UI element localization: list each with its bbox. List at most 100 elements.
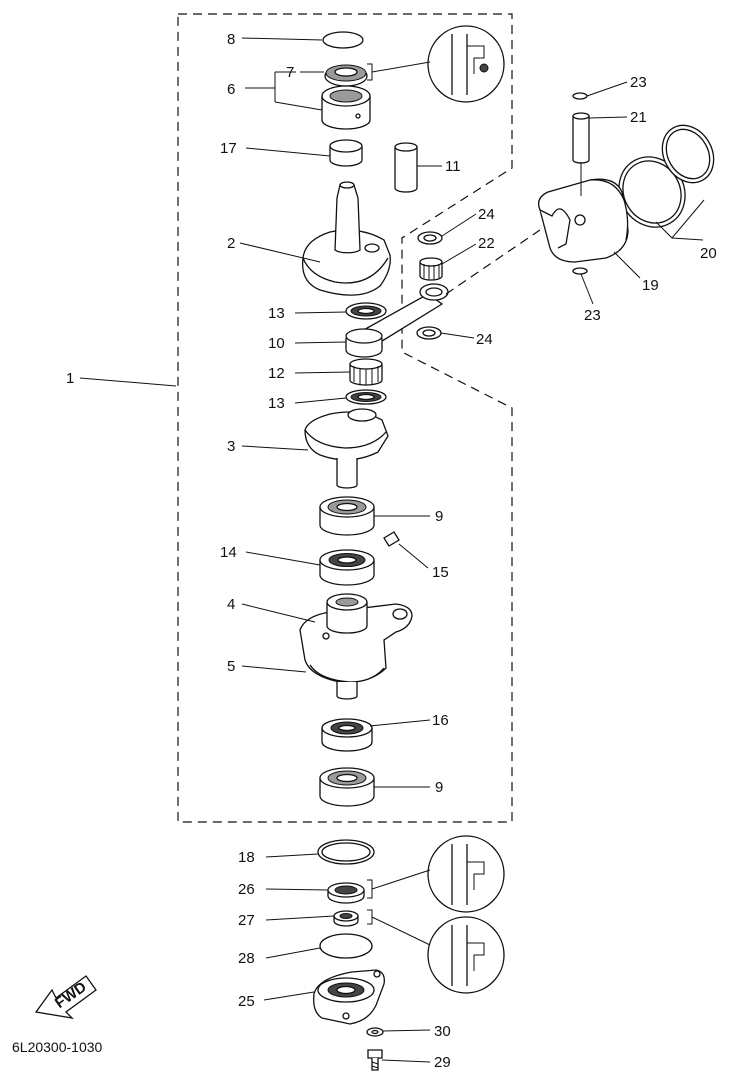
- leader-16: [369, 719, 431, 727]
- leader-lube-3: [371, 916, 431, 946]
- callout-26: 26: [238, 881, 255, 898]
- diagram-code: 6L20300-1030: [12, 1039, 103, 1055]
- callout-14: 14: [220, 544, 237, 561]
- callout-23-lower: 23: [584, 307, 601, 324]
- leader-lube-2: [371, 869, 431, 890]
- leader-20: [655, 199, 705, 241]
- callout-21: 21: [630, 109, 647, 126]
- part-16-oil-seal: [321, 718, 373, 752]
- callout-6: 6: [227, 81, 235, 98]
- callout-15: 15: [432, 564, 449, 581]
- part-6-bearing-housing: [321, 85, 371, 130]
- leader-17: [245, 147, 331, 157]
- bracket-26: [367, 879, 373, 899]
- lubrication-callout-2: [427, 835, 505, 913]
- part-27-oil-seal-small: [333, 910, 359, 927]
- callout-30: 30: [434, 1023, 451, 1040]
- callout-22: 22: [478, 235, 495, 252]
- leader-23-upper: [586, 81, 628, 97]
- leader-21: [588, 116, 628, 119]
- callout-25: 25: [238, 993, 255, 1010]
- part-28-o-ring: [319, 933, 373, 959]
- part-14-oil-seal: [319, 549, 375, 586]
- leader-lube-1: [371, 61, 431, 73]
- leader-6: [245, 71, 323, 111]
- lubrication-callout-3: [427, 916, 505, 994]
- leader-4: [241, 603, 316, 623]
- part-13-thrust-washer-upper: [345, 302, 387, 320]
- leader-1: [79, 377, 177, 387]
- callout-9-lower: 9: [435, 779, 443, 796]
- callout-28: 28: [238, 950, 255, 967]
- leader-14: [245, 551, 321, 566]
- callout-24-upper: 24: [478, 206, 495, 223]
- leader-24-lower: [440, 332, 475, 339]
- callout-29: 29: [434, 1054, 451, 1071]
- callout-13-lower: 13: [268, 395, 285, 412]
- part-17-bushing: [329, 139, 363, 167]
- part-15-small-pin: [383, 531, 400, 547]
- part-9-ball-bearing-lower: [319, 767, 375, 807]
- leader-15: [398, 543, 429, 569]
- leader-3: [241, 445, 309, 451]
- leader-18: [265, 853, 319, 858]
- callout-4: 4: [227, 596, 235, 613]
- part-10-connecting-rod: [345, 283, 449, 358]
- leader-10: [294, 341, 347, 344]
- leader-23-lower: [580, 273, 594, 305]
- callout-3: 3: [227, 438, 235, 455]
- callout-19: 19: [642, 277, 659, 294]
- part-23-circlip-upper: [572, 92, 588, 100]
- callout-16: 16: [432, 712, 449, 729]
- part-8-o-ring: [322, 31, 364, 49]
- leader-5: [241, 665, 307, 673]
- leader-2: [239, 242, 321, 263]
- callout-24-lower: 24: [476, 331, 493, 348]
- callout-9-upper: 9: [435, 508, 443, 525]
- part-4-5-lower-crankshaft: [299, 593, 413, 700]
- leader-27: [265, 915, 335, 921]
- callout-12: 12: [268, 365, 285, 382]
- part-2-upper-crank: [301, 181, 391, 296]
- callout-1: 1: [66, 370, 74, 387]
- callout-11: 11: [445, 158, 461, 175]
- callout-13-upper: 13: [268, 305, 285, 322]
- part-18-o-ring: [317, 839, 375, 865]
- part-19-piston: [537, 178, 629, 263]
- leader-13-lower: [294, 397, 347, 404]
- leader-29: [381, 1059, 431, 1063]
- callout-8: 8: [227, 31, 235, 48]
- callout-27: 27: [238, 912, 255, 929]
- part-9-ball-bearing-upper: [319, 496, 375, 536]
- leader-30: [382, 1029, 431, 1032]
- callout-5: 5: [227, 658, 235, 675]
- part-25-lower-housing: [313, 969, 385, 1025]
- bracket-27: [367, 909, 373, 925]
- part-23-circlip-lower: [572, 267, 588, 275]
- callout-18: 18: [238, 849, 255, 866]
- bracket-7: [367, 63, 373, 81]
- part-20-piston-rings: [618, 124, 715, 228]
- callout-23-upper: 23: [630, 74, 647, 91]
- part-29-bolt: [367, 1049, 383, 1071]
- lubrication-callout-1: [427, 25, 505, 103]
- fwd-arrow-icon: FWD: [34, 975, 97, 1019]
- callout-7: 7: [286, 64, 294, 81]
- callout-2: 2: [227, 235, 235, 252]
- leader-8: [241, 37, 323, 41]
- part-12-needle-bearing: [349, 358, 383, 386]
- leader-22: [441, 243, 477, 265]
- part-24-washer-lower: [416, 326, 442, 340]
- callout-17: 17: [220, 140, 237, 157]
- part-7-oil-seal: [324, 64, 368, 87]
- leader-26: [265, 888, 329, 891]
- leader-25: [263, 991, 315, 1001]
- leader-19: [613, 251, 641, 279]
- leader-24-upper: [441, 213, 477, 237]
- leader-12: [294, 371, 351, 374]
- part-3-crank-web: [304, 408, 389, 489]
- guide-line-rod: [445, 229, 541, 295]
- part-13-thrust-washer-lower: [345, 389, 387, 405]
- part-11-dowel-pin: [394, 142, 418, 193]
